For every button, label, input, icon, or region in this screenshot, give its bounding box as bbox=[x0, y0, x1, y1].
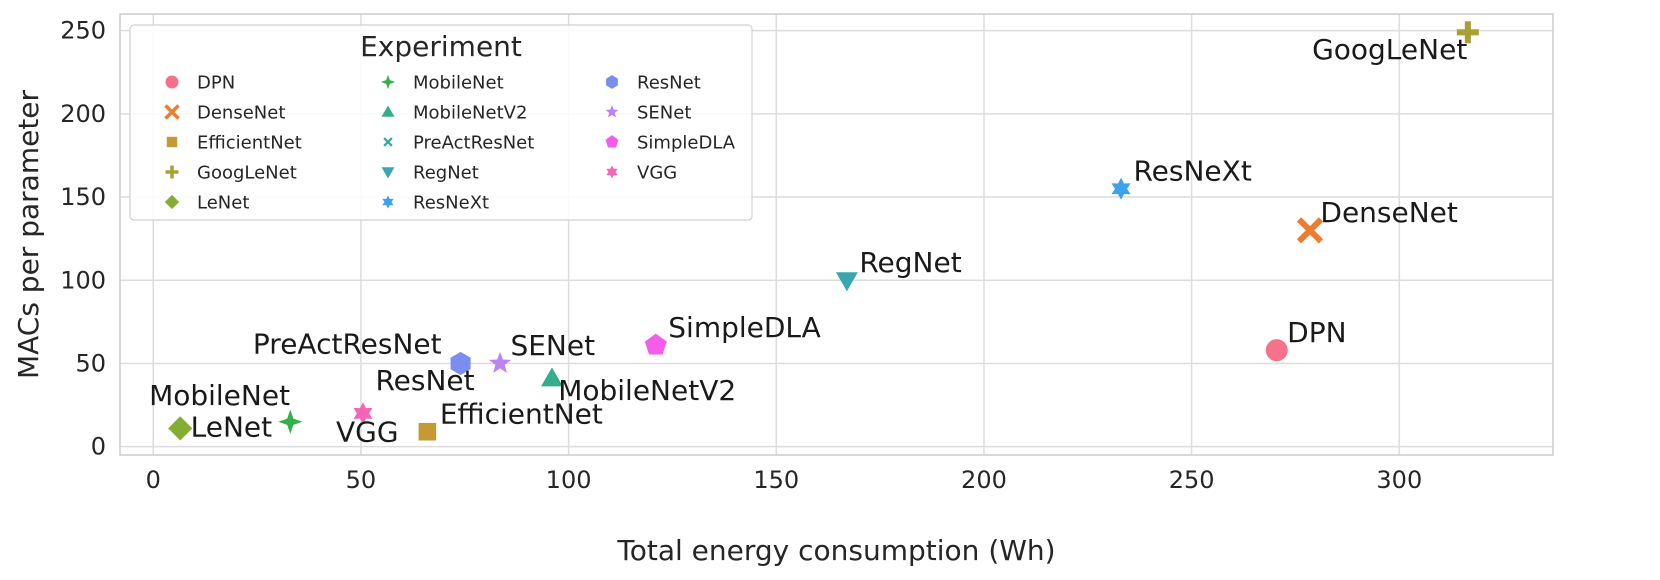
point-googlenet bbox=[1456, 21, 1479, 44]
point-regnet bbox=[835, 272, 858, 292]
legend-label-senet: SENet bbox=[637, 103, 691, 124]
y-axis-label: MACs per parameter bbox=[12, 89, 45, 379]
legend: Experiment DPN DenseNetEfficientNetGoogLe… bbox=[129, 24, 753, 221]
point-senet bbox=[489, 351, 512, 373]
legend-marker-resnext bbox=[382, 195, 394, 209]
legend-label-vgg: VGG bbox=[637, 163, 677, 184]
point-label-preactresnet: PreActResNet bbox=[253, 327, 442, 360]
point-label-senet: SENet bbox=[510, 329, 595, 362]
point-mobilenet bbox=[278, 409, 303, 434]
legend-label-preactresnet: PreActResNet bbox=[413, 133, 534, 154]
legend-marker-googlenet bbox=[165, 165, 179, 179]
x-tick-label: 200 bbox=[961, 466, 1007, 494]
point-labels: DPNDenseNetGoogLeNetResNeXtRegNetSimpleD… bbox=[149, 33, 1467, 449]
legend-marker-preactresnet bbox=[383, 137, 393, 147]
legend-label-densenet: DenseNet bbox=[197, 103, 285, 124]
x-tick-label: 100 bbox=[546, 466, 592, 494]
point-dpn bbox=[1265, 339, 1288, 362]
legend-marker-regnet bbox=[381, 167, 395, 179]
x-tick-label: 0 bbox=[146, 466, 161, 494]
legend-marker-mobilenetv2 bbox=[381, 105, 395, 117]
legend-label-lenet: LeNet bbox=[197, 193, 249, 214]
point-vgg bbox=[353, 402, 373, 425]
point-densenet bbox=[1296, 217, 1324, 244]
point-label-vgg: VGG bbox=[336, 416, 399, 449]
data-points bbox=[168, 21, 1479, 441]
y-tick-label: 250 bbox=[60, 17, 106, 45]
point-label-dpn: DPN bbox=[1287, 316, 1346, 349]
legend-marker-senet bbox=[605, 105, 619, 118]
point-label-lenet: LeNet bbox=[191, 411, 273, 444]
point-label-simpledla: SimpleDLA bbox=[668, 311, 821, 344]
point-resnext bbox=[1111, 177, 1131, 200]
point-resnet bbox=[450, 351, 471, 376]
x-axis-label: Total energy consumption (Wh) bbox=[616, 534, 1055, 567]
point-label-resnext: ResNeXt bbox=[1133, 154, 1251, 187]
point-label-googlenet: GoogLeNet bbox=[1312, 33, 1467, 66]
y-tick-label: 0 bbox=[91, 433, 106, 461]
legend-label-googlenet: GoogLeNet bbox=[197, 163, 297, 184]
point-label-densenet: DenseNet bbox=[1320, 196, 1458, 229]
legend-label-mobilenetv2: MobileNetV2 bbox=[413, 103, 527, 124]
y-tick-label: 200 bbox=[60, 100, 106, 128]
x-tick-label: 50 bbox=[346, 466, 377, 494]
point-mobilenetv2 bbox=[541, 367, 563, 387]
legend-label-dpn: DPN bbox=[197, 73, 235, 94]
point-label-mobilenetv2: MobileNetV2 bbox=[558, 374, 736, 407]
y-tick-label: 150 bbox=[60, 183, 106, 211]
x-tick-label: 150 bbox=[753, 466, 799, 494]
y-tick-label: 50 bbox=[75, 349, 106, 377]
tick-labels: 0 50 100 150 200 250 300 0 50 100 150 200 250 bbox=[60, 17, 1422, 494]
legend-marker-vgg bbox=[606, 165, 618, 179]
point-label-resnet: ResNet bbox=[375, 364, 474, 397]
legend-marker-mobilenet bbox=[380, 74, 396, 90]
legend-label-efficientnet: EfficientNet bbox=[197, 133, 302, 154]
point-simpledla bbox=[644, 333, 667, 355]
legend-box bbox=[129, 24, 753, 221]
x-tick-label: 300 bbox=[1376, 466, 1422, 494]
point-label-mobilenet: MobileNet bbox=[149, 379, 290, 412]
plot-frame bbox=[119, 13, 1554, 456]
legend-marker-dpn bbox=[165, 75, 179, 89]
point-lenet bbox=[168, 416, 193, 441]
legend-marker-efficientnet bbox=[166, 136, 178, 148]
legend-label-mobilenet: MobileNet bbox=[413, 73, 504, 94]
legend-marker-lenet bbox=[164, 194, 180, 210]
legend-marker-simpledla bbox=[605, 135, 619, 148]
legend-label-resnext: ResNeXt bbox=[413, 193, 489, 214]
legend-label-simpledla: SimpleDLA bbox=[637, 133, 736, 154]
legend-label-resnet: ResNet bbox=[637, 73, 701, 94]
y-tick-label: 100 bbox=[60, 266, 106, 294]
legend-marker-resnet bbox=[606, 75, 618, 89]
legend-marker-densenet bbox=[164, 104, 180, 120]
point-label-regnet: RegNet bbox=[859, 246, 961, 279]
x-tick-label: 250 bbox=[1169, 466, 1215, 494]
point-label-efficientnet: EfficientNet bbox=[440, 397, 603, 430]
legend-label-regnet: RegNet bbox=[413, 163, 479, 184]
legend-title: Experiment bbox=[360, 30, 522, 63]
point-efficientnet bbox=[418, 422, 437, 441]
